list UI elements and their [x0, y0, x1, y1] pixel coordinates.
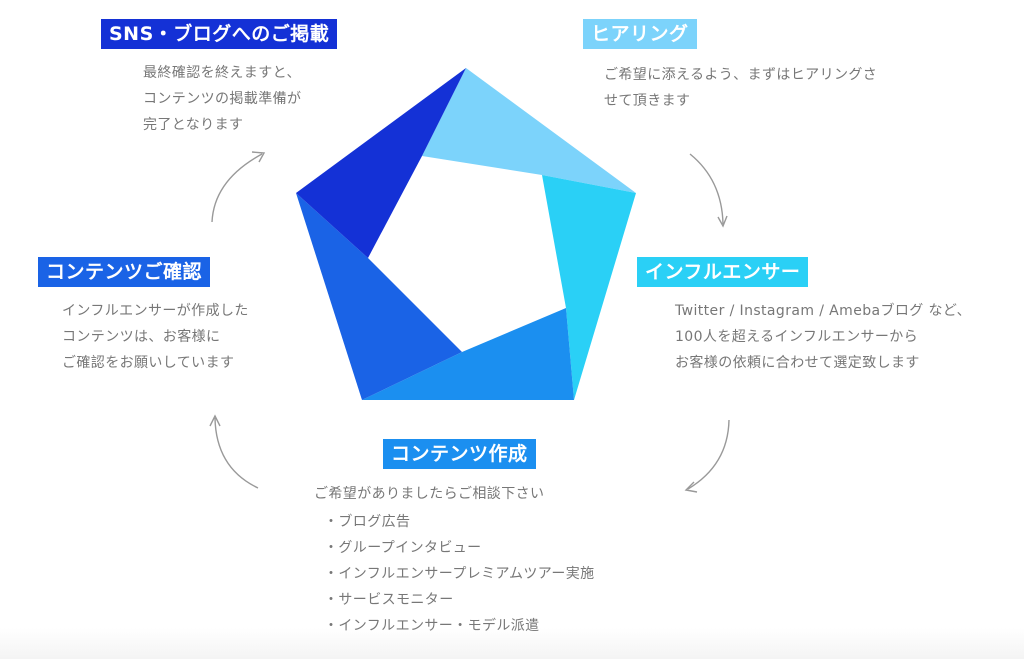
step-desc-influencer: Twitter / Instagram / Amebaブログ など、 100人を…	[675, 298, 971, 376]
footer-band	[0, 628, 1024, 659]
step-desc-confirm: インフルエンサーが作成した コンテンツは、お客様に ご確認をお願いしています	[62, 298, 249, 376]
desc-line: 最終確認を終えますと、	[143, 65, 301, 81]
pentagon-segment-top	[422, 68, 636, 193]
desc-line: コンテンツの掲載準備が	[143, 91, 302, 107]
step-title-confirm: コンテンツご確認	[38, 257, 211, 287]
creation-options-list: ブログ広告 グループインタビュー インフルエンサープレミアムツアー実施 サービス…	[324, 509, 595, 639]
list-item: サービスモニター	[324, 587, 595, 613]
step-desc-hearing: ご希望に添えるよう、まずはヒアリングさ せて頂きます	[604, 62, 877, 114]
pentagon-segment-bottom	[362, 308, 574, 400]
desc-line: せて頂きます	[604, 93, 691, 109]
desc-line: インフルエンサーが作成した	[62, 303, 249, 319]
desc-line: ご希望がありましたらご相談下さい	[314, 486, 545, 502]
list-item: グループインタビュー	[324, 535, 595, 561]
flow-arrow-confirm-to-sns	[211, 153, 263, 223]
flow-arrow-influencer-to-creation	[687, 419, 730, 490]
desc-line: お客様の依頼に合わせて選定致します	[675, 355, 920, 371]
desc-line: コンテンツは、お客様に	[62, 329, 221, 345]
pentagon-segment-upper-left	[296, 68, 466, 258]
step-desc-creation: ご希望がありましたらご相談下さい	[314, 481, 544, 507]
desc-line: ご希望に添えるよう、まずはヒアリングさ	[604, 67, 878, 83]
arrowhead-icon	[717, 215, 728, 228]
step-title-hearing: ヒアリング	[583, 19, 697, 49]
pentagon-segment-left	[296, 193, 462, 400]
step-title-creation: コンテンツ作成	[383, 439, 536, 469]
step-title-influencer: インフルエンサー	[637, 257, 809, 287]
arrowhead-icon	[684, 481, 698, 493]
list-item: ブログ広告	[324, 509, 595, 535]
arrowhead-icon	[251, 151, 266, 163]
desc-line: 100人を超えるインフルエンサーから	[675, 329, 919, 345]
flow-arrow-hearing-to-influencer	[689, 153, 724, 225]
arrowhead-icon	[209, 414, 221, 427]
flow-arrow-creation-to-confirm	[214, 417, 259, 489]
list-item: インフルエンサープレミアムツアー実施	[324, 561, 595, 587]
desc-line: Twitter / Instagram / Amebaブログ など、	[675, 303, 972, 319]
desc-line: ご確認をお願いしています	[62, 355, 235, 371]
desc-line: 完了となります	[143, 117, 244, 133]
step-title-sns: SNS・ブログへのご掲載	[101, 19, 338, 49]
step-desc-sns: 最終確認を終えますと、 コンテンツの掲載準備が 完了となります	[143, 60, 301, 138]
pentagon-segment-right	[542, 175, 636, 400]
